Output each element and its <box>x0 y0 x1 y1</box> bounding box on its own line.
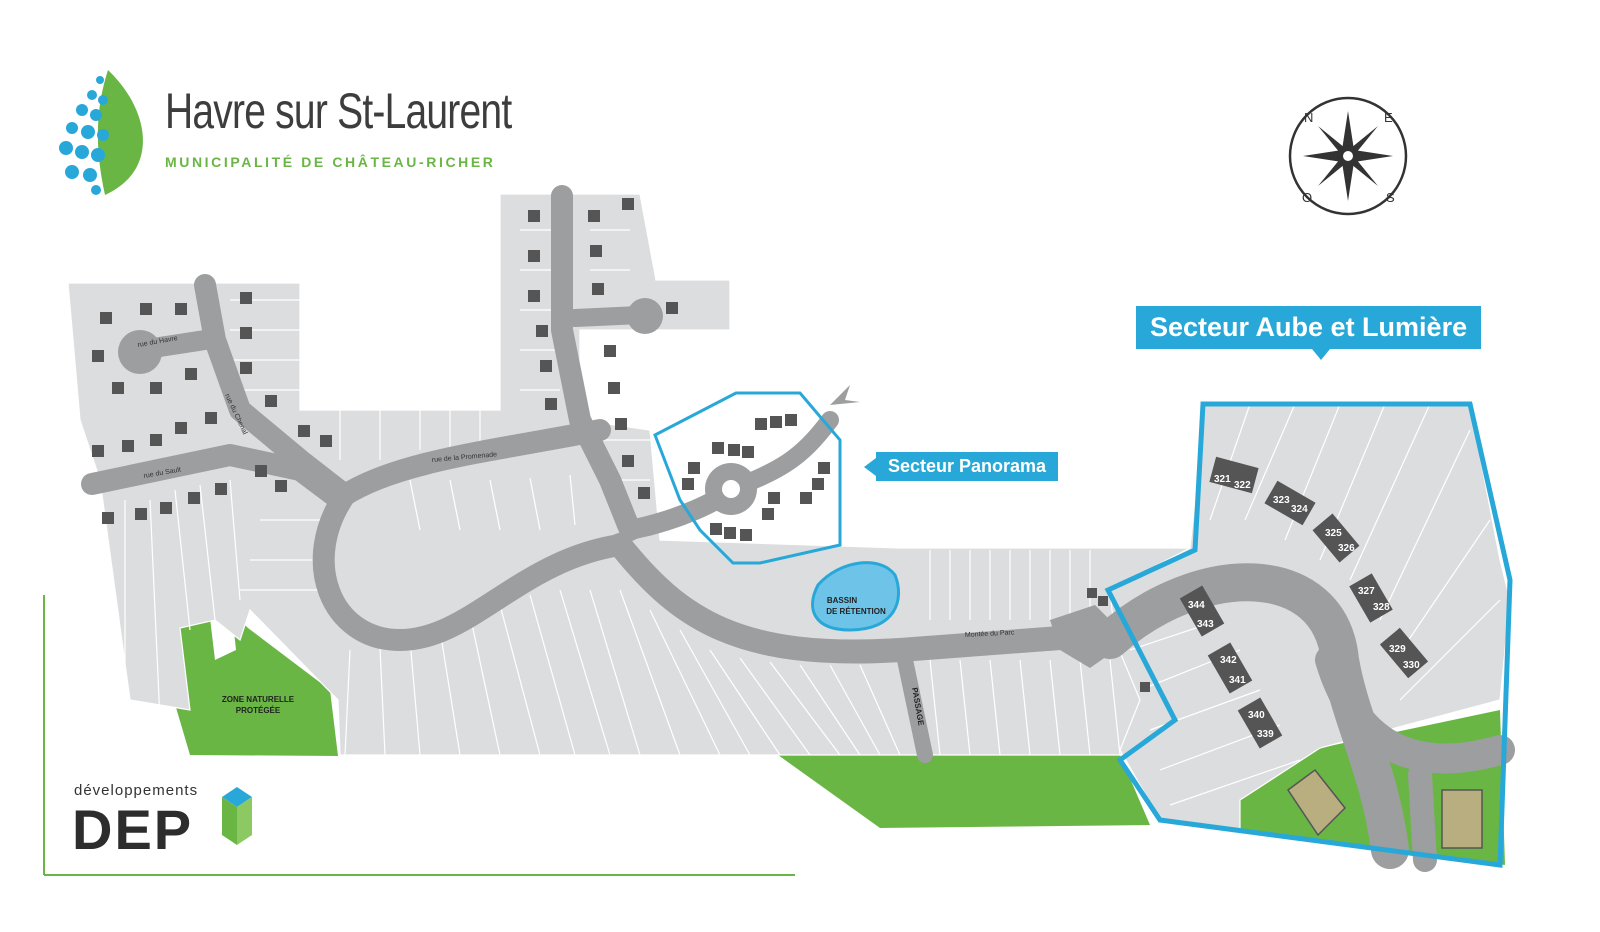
lot-327[interactable]: 327 <box>1358 586 1375 597</box>
lot-343[interactable]: 343 <box>1197 619 1214 630</box>
lot-329[interactable]: 329 <box>1389 644 1406 655</box>
panorama-badge-pointer <box>864 458 876 476</box>
site-subtitle: MUNICIPALITÉ DE CHÂTEAU-RICHER <box>165 154 496 170</box>
lot-324[interactable]: 324 <box>1291 504 1308 515</box>
compass-s: S <box>1386 190 1395 205</box>
water-drops-logo-icon <box>59 70 143 195</box>
sector-panorama-outline <box>653 391 842 565</box>
site-title: Havre sur St-Laurent <box>165 83 512 139</box>
lot-321[interactable]: 321 <box>1214 474 1231 485</box>
houses-west <box>92 198 1150 692</box>
commercial-buildings <box>1286 768 1483 849</box>
lot-344[interactable]: 344 <box>1188 600 1205 611</box>
lot-340[interactable]: 340 <box>1248 710 1265 721</box>
houses-east <box>1179 456 1429 749</box>
lot-322[interactable]: 322 <box>1234 480 1251 491</box>
compass-rose-icon: N E S O <box>1288 96 1408 216</box>
sector-aube-badge[interactable]: Secteur Aube et Lumière <box>1136 306 1482 349</box>
lot-342[interactable]: 342 <box>1220 655 1237 666</box>
zone-label-1: ZONE NATURELLE <box>222 695 295 704</box>
retention-basin <box>811 561 900 632</box>
lot-341[interactable]: 341 <box>1229 675 1246 686</box>
basin-label-2: DE RÉTENTION <box>826 607 886 616</box>
street-label-parc: Montée du Parc <box>965 629 1015 639</box>
lot-325[interactable]: 325 <box>1325 528 1342 539</box>
compass-n: N <box>1304 110 1313 125</box>
compass-o: O <box>1302 190 1312 205</box>
dep-cube-logo-icon <box>222 787 252 845</box>
developer-brand: DEP <box>72 798 194 861</box>
aube-badge-pointer <box>1312 349 1330 360</box>
zone-label-2: PROTÉGÉE <box>236 706 281 715</box>
compass-e: E <box>1384 110 1393 125</box>
sector-panorama-badge[interactable]: Secteur Panorama <box>876 452 1059 481</box>
basin-label-1: BASSIN <box>827 596 857 605</box>
sector-aube-outline <box>1104 401 1513 868</box>
lot-326[interactable]: 326 <box>1338 543 1355 554</box>
frame-lines <box>43 595 795 876</box>
lot-330[interactable]: 330 <box>1403 660 1420 671</box>
lot-328[interactable]: 328 <box>1373 602 1390 613</box>
lot-339[interactable]: 339 <box>1257 729 1274 740</box>
roundabout-island <box>722 480 740 498</box>
lot-323[interactable]: 323 <box>1273 495 1290 506</box>
developer-label: développements <box>74 782 199 799</box>
